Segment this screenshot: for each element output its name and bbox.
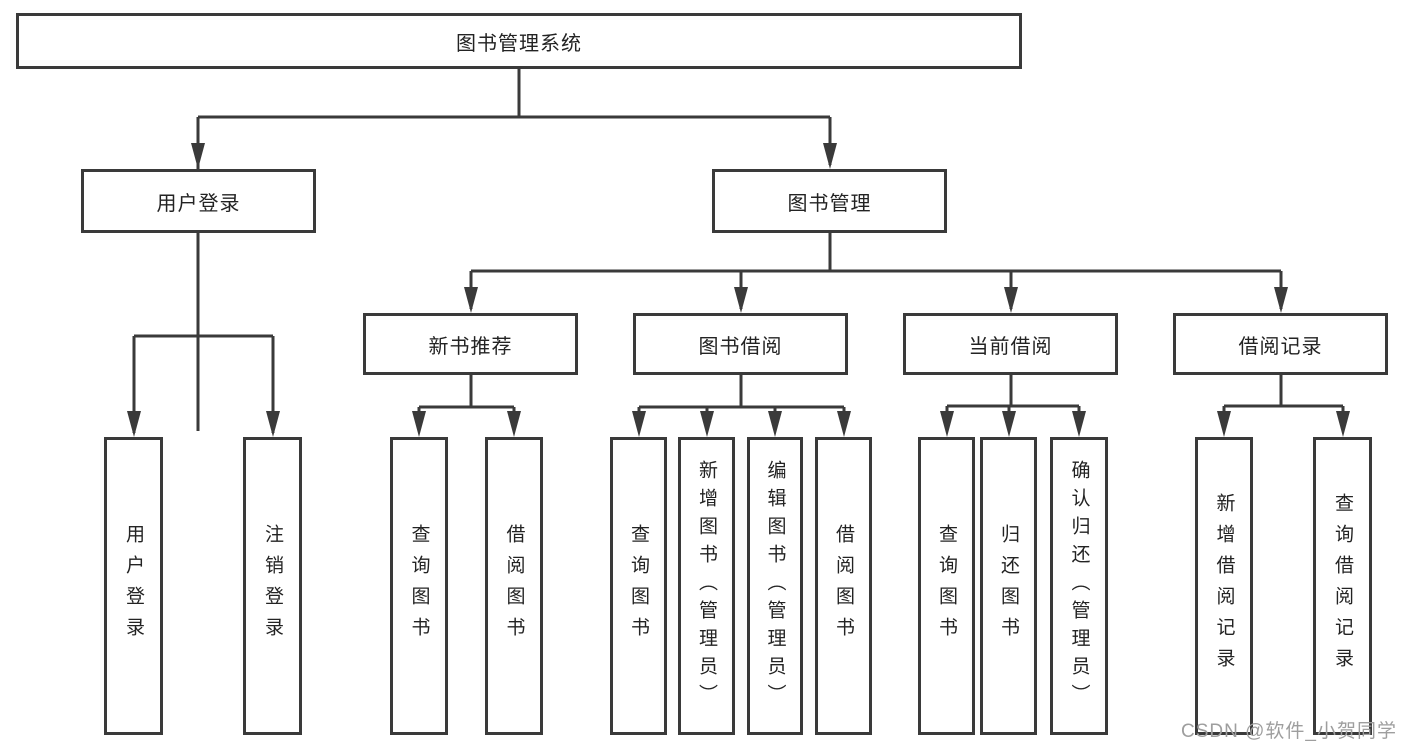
leaf-logout-login-label: 注销登录 (262, 524, 283, 648)
connector-root (191, 69, 837, 431)
node-new-book-recommend-label: 新书推荐 (428, 335, 513, 358)
leaf-borrow-books-borrow: 借阅图书 (815, 437, 872, 735)
node-book-borrow-label: 图书借阅 (698, 335, 783, 358)
node-root-label: 图书管理系统 (456, 32, 582, 55)
node-borrow-records: 借阅记录 (1173, 313, 1388, 375)
leaf-borrow-books-recommend: 借阅图书 (485, 437, 543, 735)
connector-user-login (127, 233, 280, 437)
node-book-management-label: 图书管理 (787, 192, 872, 215)
leaf-query-borrow-record: 查询借阅记录 (1313, 437, 1372, 735)
node-user-login-label: 用户登录 (156, 192, 241, 215)
node-user-login: 用户登录 (81, 169, 316, 233)
connector-book-borrow (632, 375, 851, 437)
node-book-management: 图书管理 (712, 169, 947, 233)
node-current-borrow: 当前借阅 (903, 313, 1118, 375)
leaf-edit-book-admin: 编辑图书（管理员） (747, 437, 803, 735)
watermark-text: CSDN @软件_小贺同学 (1181, 721, 1397, 742)
leaf-query-books-borrow: 查询图书 (610, 437, 667, 735)
leaf-return-book-label: 归还图书 (998, 524, 1019, 648)
leaf-confirm-return-admin-label: 确认归还（管理员） (1068, 460, 1090, 712)
leaf-add-book-admin-label: 新增图书（管理员） (696, 460, 717, 712)
leaf-borrow-books-recommend-label: 借阅图书 (503, 524, 525, 648)
connector-borrow-records (1217, 375, 1350, 437)
node-root: 图书管理系统 (16, 13, 1022, 69)
leaf-borrow-books-borrow-label: 借阅图书 (833, 524, 854, 648)
leaf-query-books-current: 查询图书 (918, 437, 975, 735)
leaf-add-borrow-record-label: 新增借阅记录 (1213, 493, 1235, 679)
node-book-borrow: 图书借阅 (633, 313, 848, 375)
leaf-query-books-recommend: 查询图书 (390, 437, 448, 735)
leaf-logout-login: 注销登录 (243, 437, 302, 735)
leaf-add-book-admin: 新增图书（管理员） (678, 437, 735, 735)
connector-current-borrow (940, 375, 1086, 437)
leaf-user-login-label: 用户登录 (123, 524, 144, 648)
leaf-query-borrow-record-label: 查询借阅记录 (1332, 493, 1353, 679)
leaf-return-book: 归还图书 (980, 437, 1037, 735)
connector-book-management (464, 233, 1288, 313)
leaf-query-books-current-label: 查询图书 (936, 524, 957, 648)
connector-new-book-recommend (412, 375, 521, 437)
leaf-add-borrow-record: 新增借阅记录 (1195, 437, 1253, 735)
leaf-edit-book-admin-label: 编辑图书（管理员） (764, 460, 786, 712)
node-current-borrow-label: 当前借阅 (968, 335, 1053, 358)
leaf-query-books-borrow-label: 查询图书 (628, 524, 649, 648)
node-new-book-recommend: 新书推荐 (363, 313, 578, 375)
leaf-query-books-recommend-label: 查询图书 (408, 524, 430, 648)
leaf-confirm-return-admin: 确认归还（管理员） (1050, 437, 1108, 735)
leaf-user-login: 用户登录 (104, 437, 163, 735)
node-borrow-records-label: 借阅记录 (1238, 335, 1323, 358)
